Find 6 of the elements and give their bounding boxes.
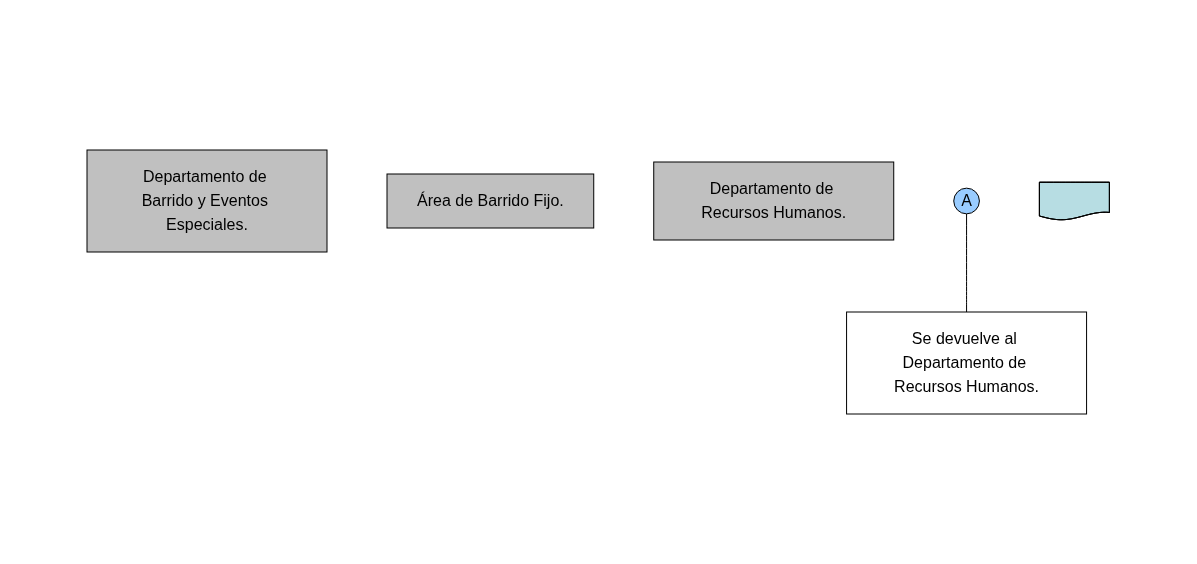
node-box: Área de Barrido Fijo.: [386, 173, 595, 229]
node-box: Se devuelve al Departamento de Recursos Humanos.: [846, 311, 1088, 415]
node-circle: A: [953, 187, 981, 215]
connector: [966, 213, 968, 313]
node-box: Departamento de Recursos Humanos.: [653, 161, 895, 241]
node-box: Departamento de Barrido y Eventos Especiales.: [86, 149, 328, 253]
